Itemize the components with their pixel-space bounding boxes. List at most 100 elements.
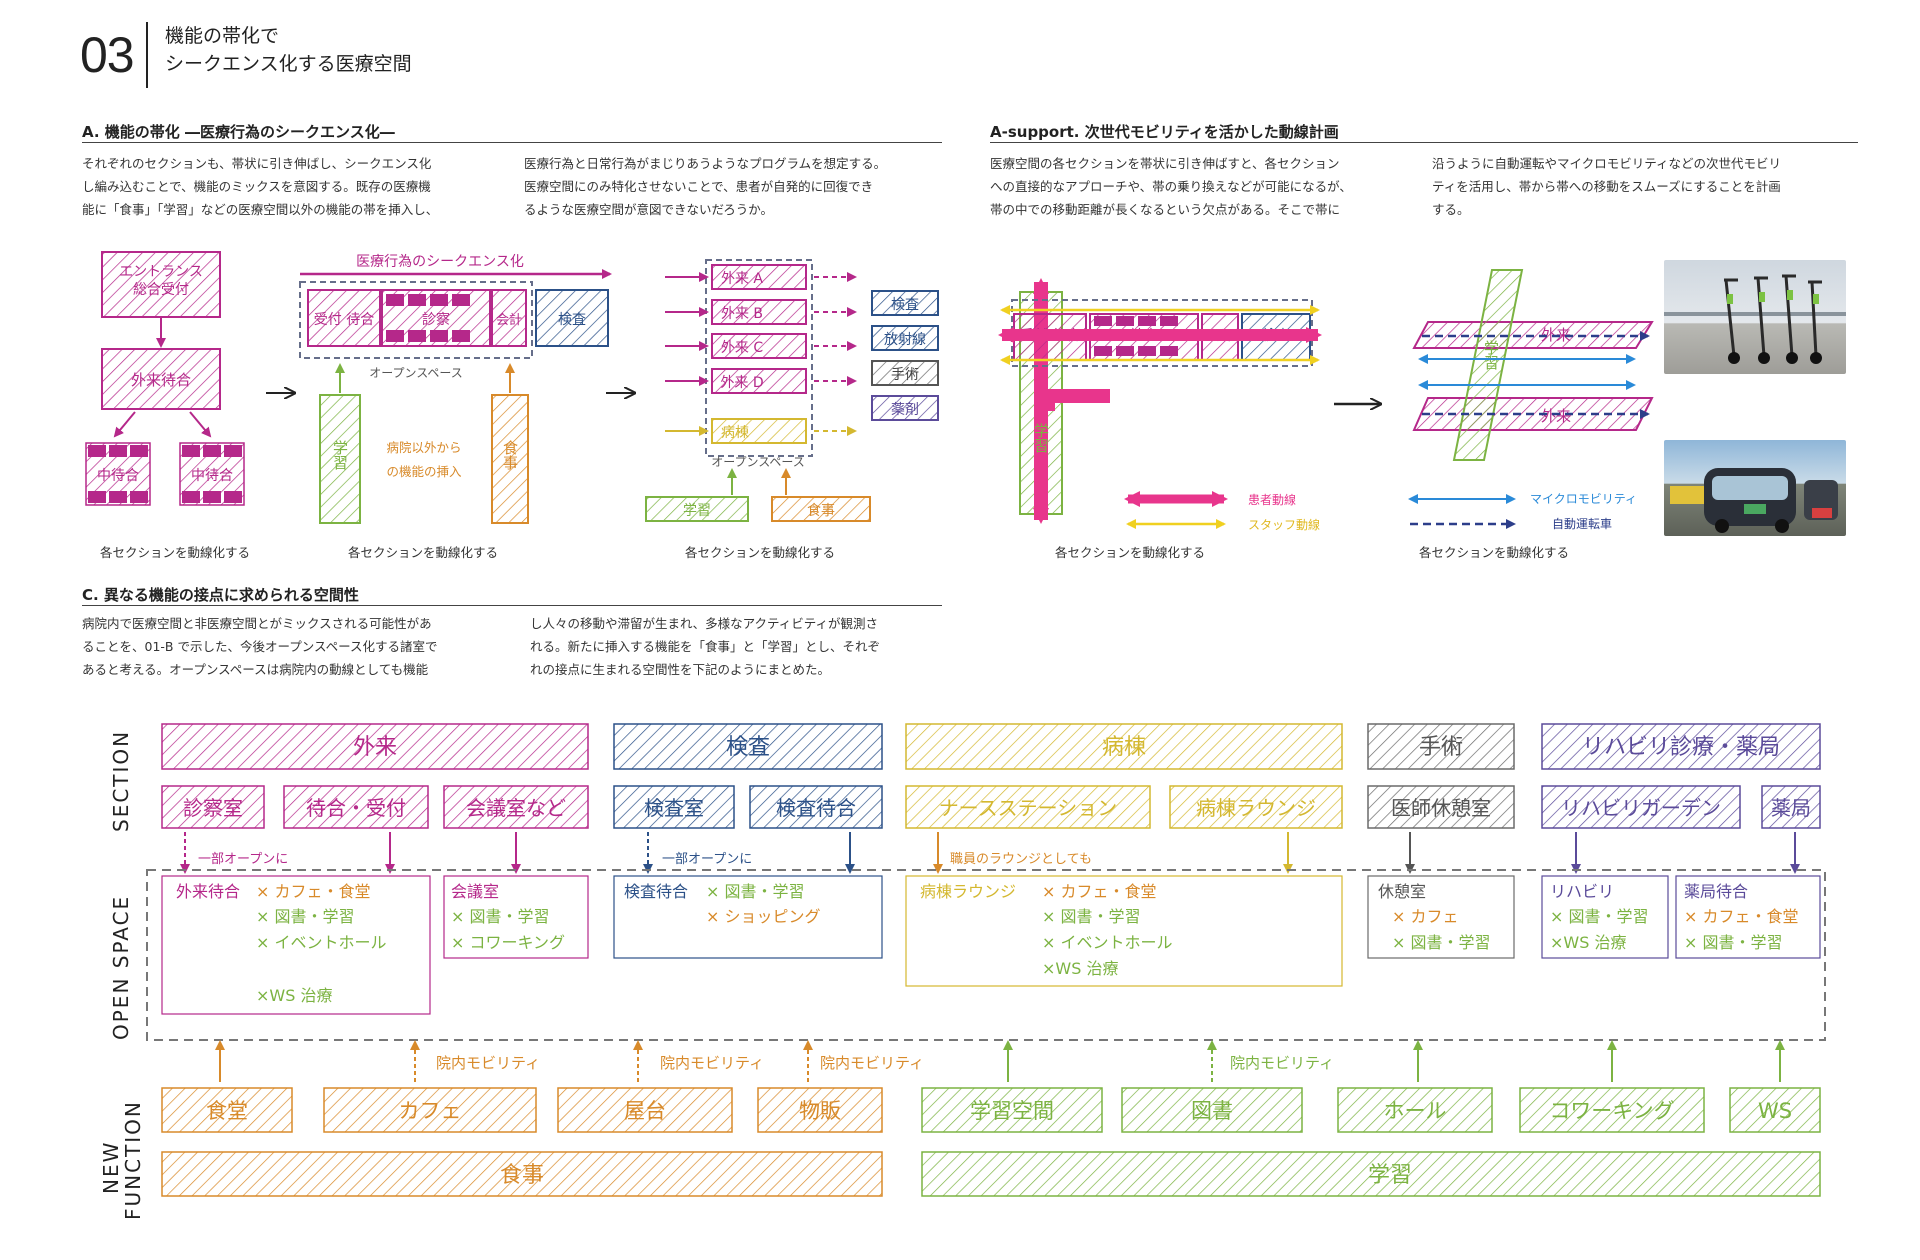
row-label-section: SECTION	[109, 730, 133, 832]
svg-text:外来 C: 外来 C	[721, 340, 763, 356]
diagram-5-caption: 各セクションを動線化する	[1419, 545, 1569, 560]
svg-text:× イベントホール: × イベントホール	[1042, 933, 1173, 952]
svg-text:× カフェ・食堂: × カフェ・食堂	[1042, 882, 1157, 901]
outpatient-waiting-box	[101, 348, 221, 410]
section-ward: 病棟	[1102, 735, 1146, 760]
sequence-label: 医療行為のシークエンス化	[356, 253, 524, 270]
outpatient-bands: 外来 A 外来 B 外来 C 外来 D	[665, 264, 857, 394]
reception-label: 受付 待合	[314, 312, 374, 328]
legend-staff: スタッフ動線	[1248, 517, 1320, 532]
insert-label-1: 病院以外から	[386, 440, 461, 455]
section-rehab-pharmacy: リハビリ診療・薬局	[1582, 735, 1780, 760]
function-cafe: カフェ	[399, 1099, 462, 1123]
open-rehab-head: リハビリ	[1550, 882, 1614, 901]
diagram-1: エントランス総合受付 外来待合 中待合 中待合 各セクションを動線化する	[85, 251, 250, 560]
note-partial-open-1: 一部オープンに	[198, 852, 288, 867]
room-ward-lounge: 病棟ラウンジ	[1196, 796, 1316, 820]
open-space-label-3: オープンスペース	[711, 455, 805, 469]
diagram-1-caption: 各セクションを動線化する	[100, 545, 250, 560]
svg-text:× ショッピング: × ショッピング	[706, 907, 821, 926]
study-label-5: 学習	[1482, 340, 1500, 370]
room-consult: 診察室	[183, 796, 243, 820]
function-ws: WS	[1758, 1099, 1792, 1123]
section-surgery: 手術	[1419, 735, 1463, 760]
section-a-title: A. 機能の帯化 ―医療行為のシークエンス化―	[82, 123, 395, 141]
header-divider	[146, 22, 148, 88]
legend-autonomous: 自動運転車	[1552, 517, 1612, 531]
diagram-2-caption: 各セクションを動線化する	[348, 545, 498, 560]
svg-text:× 図書・学習: × 図書・学習	[1550, 907, 1649, 926]
open-ward-lounge-head: 病棟ラウンジ	[920, 882, 1016, 901]
open-test-waiting-head: 検査待合	[624, 882, 688, 901]
diagram-3: 外来 A 外来 B 外来 C 外来 D 病棟 オープンスペース 検査 放射線 手…	[645, 259, 939, 560]
svg-text:× コワーキング: × コワーキング	[451, 933, 565, 952]
svg-text:× 図書・学習: × 図書・学習	[451, 907, 550, 926]
svg-text:× カフェ: × カフェ	[1392, 907, 1459, 926]
accounting-label: 会計	[496, 312, 522, 328]
svg-text:× 図書・学習: × 図書・学習	[706, 882, 805, 901]
room-meeting: 会議室など	[466, 796, 566, 820]
legend-micro-mobility: マイクロモビリティ	[1530, 492, 1637, 506]
diagram-2: 医療行為のシークエンス化 受付 待合 診察 会計 検査 オープンスペース 学習 …	[299, 253, 612, 560]
svg-text:外来 D: 外来 D	[720, 375, 763, 391]
page-title-line1: 機能の帯化で	[165, 25, 280, 47]
function-library: 図書	[1191, 1099, 1233, 1123]
row-label-new: NEW	[99, 1141, 123, 1194]
section-a-support-rule	[990, 142, 1858, 143]
pharmacy-label-3: 薬剤	[891, 402, 919, 418]
diagram-4-caption: 各セクションを動線化する	[1055, 545, 1205, 560]
mobility-note-2: 院内モビリティ	[660, 1054, 764, 1072]
radiology-label: 放射線	[884, 332, 926, 348]
svg-text:×WS 治療: ×WS 治療	[1042, 959, 1118, 978]
section-a-support-col1: 医療空間の各セクションを帯状に引き伸ばすと、各セクションへの直接的なアプローチや…	[990, 156, 1352, 217]
section-a-col1: それぞれのセクションも、帯状に引き伸ばし、シークエンス化し編み込むことで、機能の…	[82, 156, 439, 217]
section-test: 検査	[726, 735, 770, 760]
autonomous-vehicle-photo	[1664, 440, 1846, 536]
section-a-support-col2: 沿うように自動運転やマイクロモビリティなどの次世代モビリティを活用し、帯から帯へ…	[1432, 156, 1782, 217]
exam-label: 診察	[422, 311, 450, 328]
section-a-support-title: A-support. 次世代モビリティを活かした動線計画	[990, 123, 1339, 141]
room-test: 検査室	[644, 796, 704, 820]
middle-waiting-1: 中待合	[85, 442, 151, 506]
section-number: 03	[80, 27, 135, 83]
mobility-note-1: 院内モビリティ	[436, 1054, 540, 1072]
outpatient-label-5b: 外来	[1541, 407, 1571, 425]
mobility-note-3: 院内モビリティ	[820, 1054, 924, 1072]
function-shop: 物販	[799, 1099, 841, 1123]
room-doctor-rest: 医師休憩室	[1391, 796, 1491, 820]
svg-text:外来 B: 外来 B	[721, 306, 763, 322]
surgery-label-3: 手術	[891, 367, 919, 383]
svg-text:中待合: 中待合	[97, 468, 139, 484]
diagram-5: 外来 外来 学習 マイクロモビリティ 自動運転車 各セクションを動線化する	[1408, 269, 1654, 560]
svg-text:× 図書・学習: × 図書・学習	[1392, 933, 1491, 952]
food-label-2: 食事	[501, 440, 519, 470]
function-stall: 屋台	[624, 1099, 666, 1123]
open-space-frame-2	[299, 281, 533, 359]
section-outpatient: 外来	[353, 735, 397, 760]
open-rest-room-head: 休憩室	[1378, 882, 1426, 901]
vehicle-photo-art	[1670, 468, 1838, 533]
middle-waiting-2: 中待合	[179, 442, 245, 506]
section-c-col1: 病院内で医療空間と非医療空間とがミックスされる可能性があることを、01-B で示…	[82, 616, 438, 677]
open-outpatient-waiting-head: 外来待合	[176, 882, 240, 901]
study-label-4: 学習	[1032, 423, 1050, 453]
section-c-title: C. 異なる機能の接点に求められる空間性	[82, 586, 359, 604]
open-space-frame	[146, 869, 1826, 1041]
svg-text:中待合: 中待合	[191, 468, 233, 484]
svg-text:× イベントホール: × イベントホール	[256, 933, 387, 952]
function-hall: ホール	[1384, 1099, 1447, 1123]
room-wait-reception: 待合・受付	[306, 796, 406, 820]
row-label-function: FUNCTION	[121, 1100, 145, 1220]
outpatient-waiting-label: 外来待合	[131, 371, 191, 389]
open-pharmacy-waiting-head: 薬局待合	[1684, 882, 1748, 901]
diagram-4: 受付 待合 診察 会計 検査 学習 患者動線 スタッフ動線 各セクションを動線化…	[998, 278, 1322, 560]
section-c-rule	[82, 605, 942, 606]
function-coworking: コワーキング	[1549, 1099, 1674, 1123]
svg-text:× 図書・学習: × 図書・学習	[1042, 907, 1141, 926]
open-meeting-head: 会議室	[451, 882, 499, 901]
entrance-label: エントランス総合受付	[119, 264, 203, 298]
note-staff-lounge: 職員のラウンジとしても	[950, 852, 1092, 867]
function-matrix: SECTION OPEN SPACE NEW FUNCTION 外来 検査 病棟…	[99, 723, 1826, 1220]
open-space-frame-3	[705, 259, 813, 457]
